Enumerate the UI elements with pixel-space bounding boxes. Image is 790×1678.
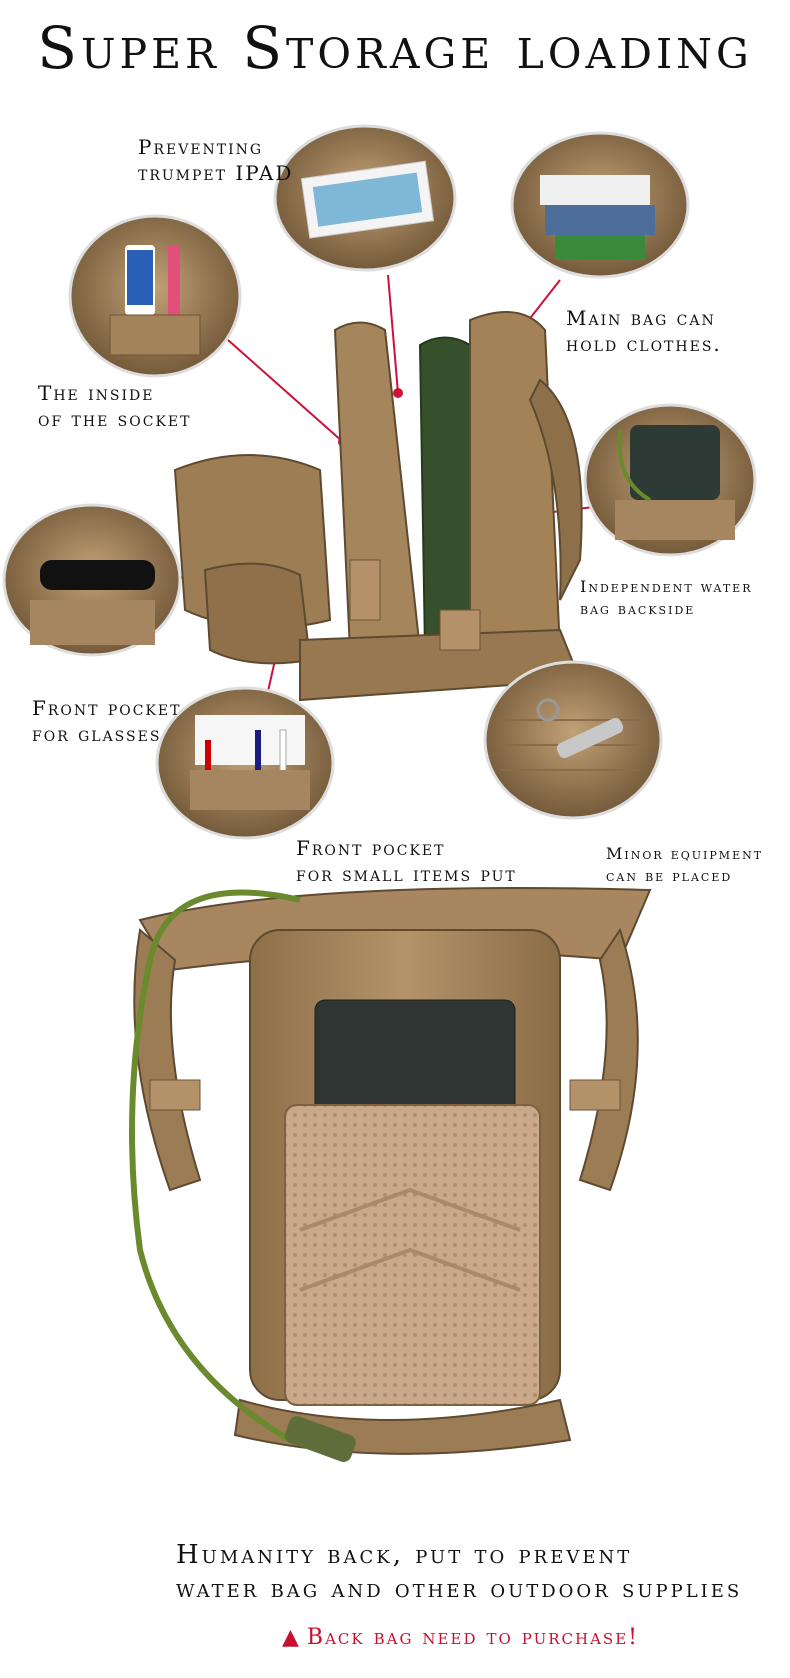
line-socket <box>227 339 344 443</box>
rear-backpack <box>129 887 652 1462</box>
detail-circle-small-items <box>155 686 335 840</box>
detail-circle-clothes <box>510 131 690 279</box>
detail-circle-ipad <box>273 124 457 272</box>
hydration-hose <box>129 889 301 1443</box>
line-ipad <box>387 274 399 394</box>
warning-triangle-icon: ▲ <box>282 1625 301 1650</box>
open-backpack <box>173 311 583 702</box>
detail-circle-equipment <box>483 660 663 820</box>
detail-circle-socket <box>68 214 242 378</box>
page-title: Super Storage loading <box>37 14 753 82</box>
purchase-note: ▲Back bag need to purchase! <box>282 1625 639 1650</box>
detail-circle-glasses <box>2 503 182 657</box>
bite-valve <box>284 1416 356 1462</box>
detail-circle-water-bag <box>583 403 757 557</box>
purchase-text: Back bag need to purchase! <box>306 1625 639 1650</box>
